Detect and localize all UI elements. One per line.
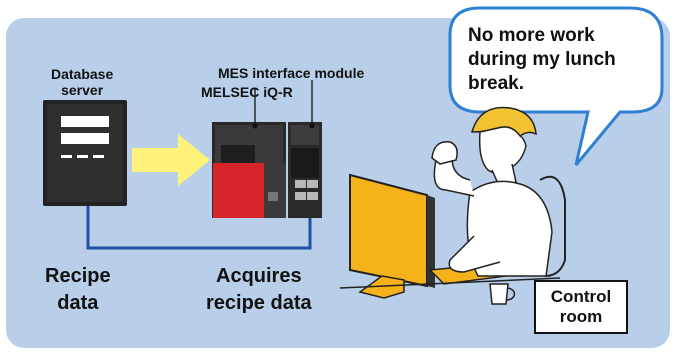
monitor-icon <box>349 173 435 299</box>
plc-module-icon <box>212 80 322 218</box>
mes-interface-module-label: MES interface module <box>218 65 365 81</box>
chair-icon <box>539 175 566 277</box>
control-room-label: Control room <box>534 280 628 334</box>
acquires-recipe-data-label: Acquires recipe data <box>206 265 312 314</box>
speech-bubble-text: No more work during my lunch break. <box>468 25 616 94</box>
mug-icon <box>489 283 516 305</box>
flow-arrow <box>132 134 210 186</box>
connector-line <box>86 202 312 250</box>
person-icon <box>339 106 561 289</box>
control-room-text: Control room <box>550 286 612 326</box>
speech-bubble <box>448 6 664 166</box>
melsec-label: MELSEC iQ-R <box>201 84 293 100</box>
recipe-data-label: Recipe data <box>45 265 111 314</box>
database-server-icon <box>43 100 127 206</box>
database-server-label: Database server <box>51 66 114 99</box>
